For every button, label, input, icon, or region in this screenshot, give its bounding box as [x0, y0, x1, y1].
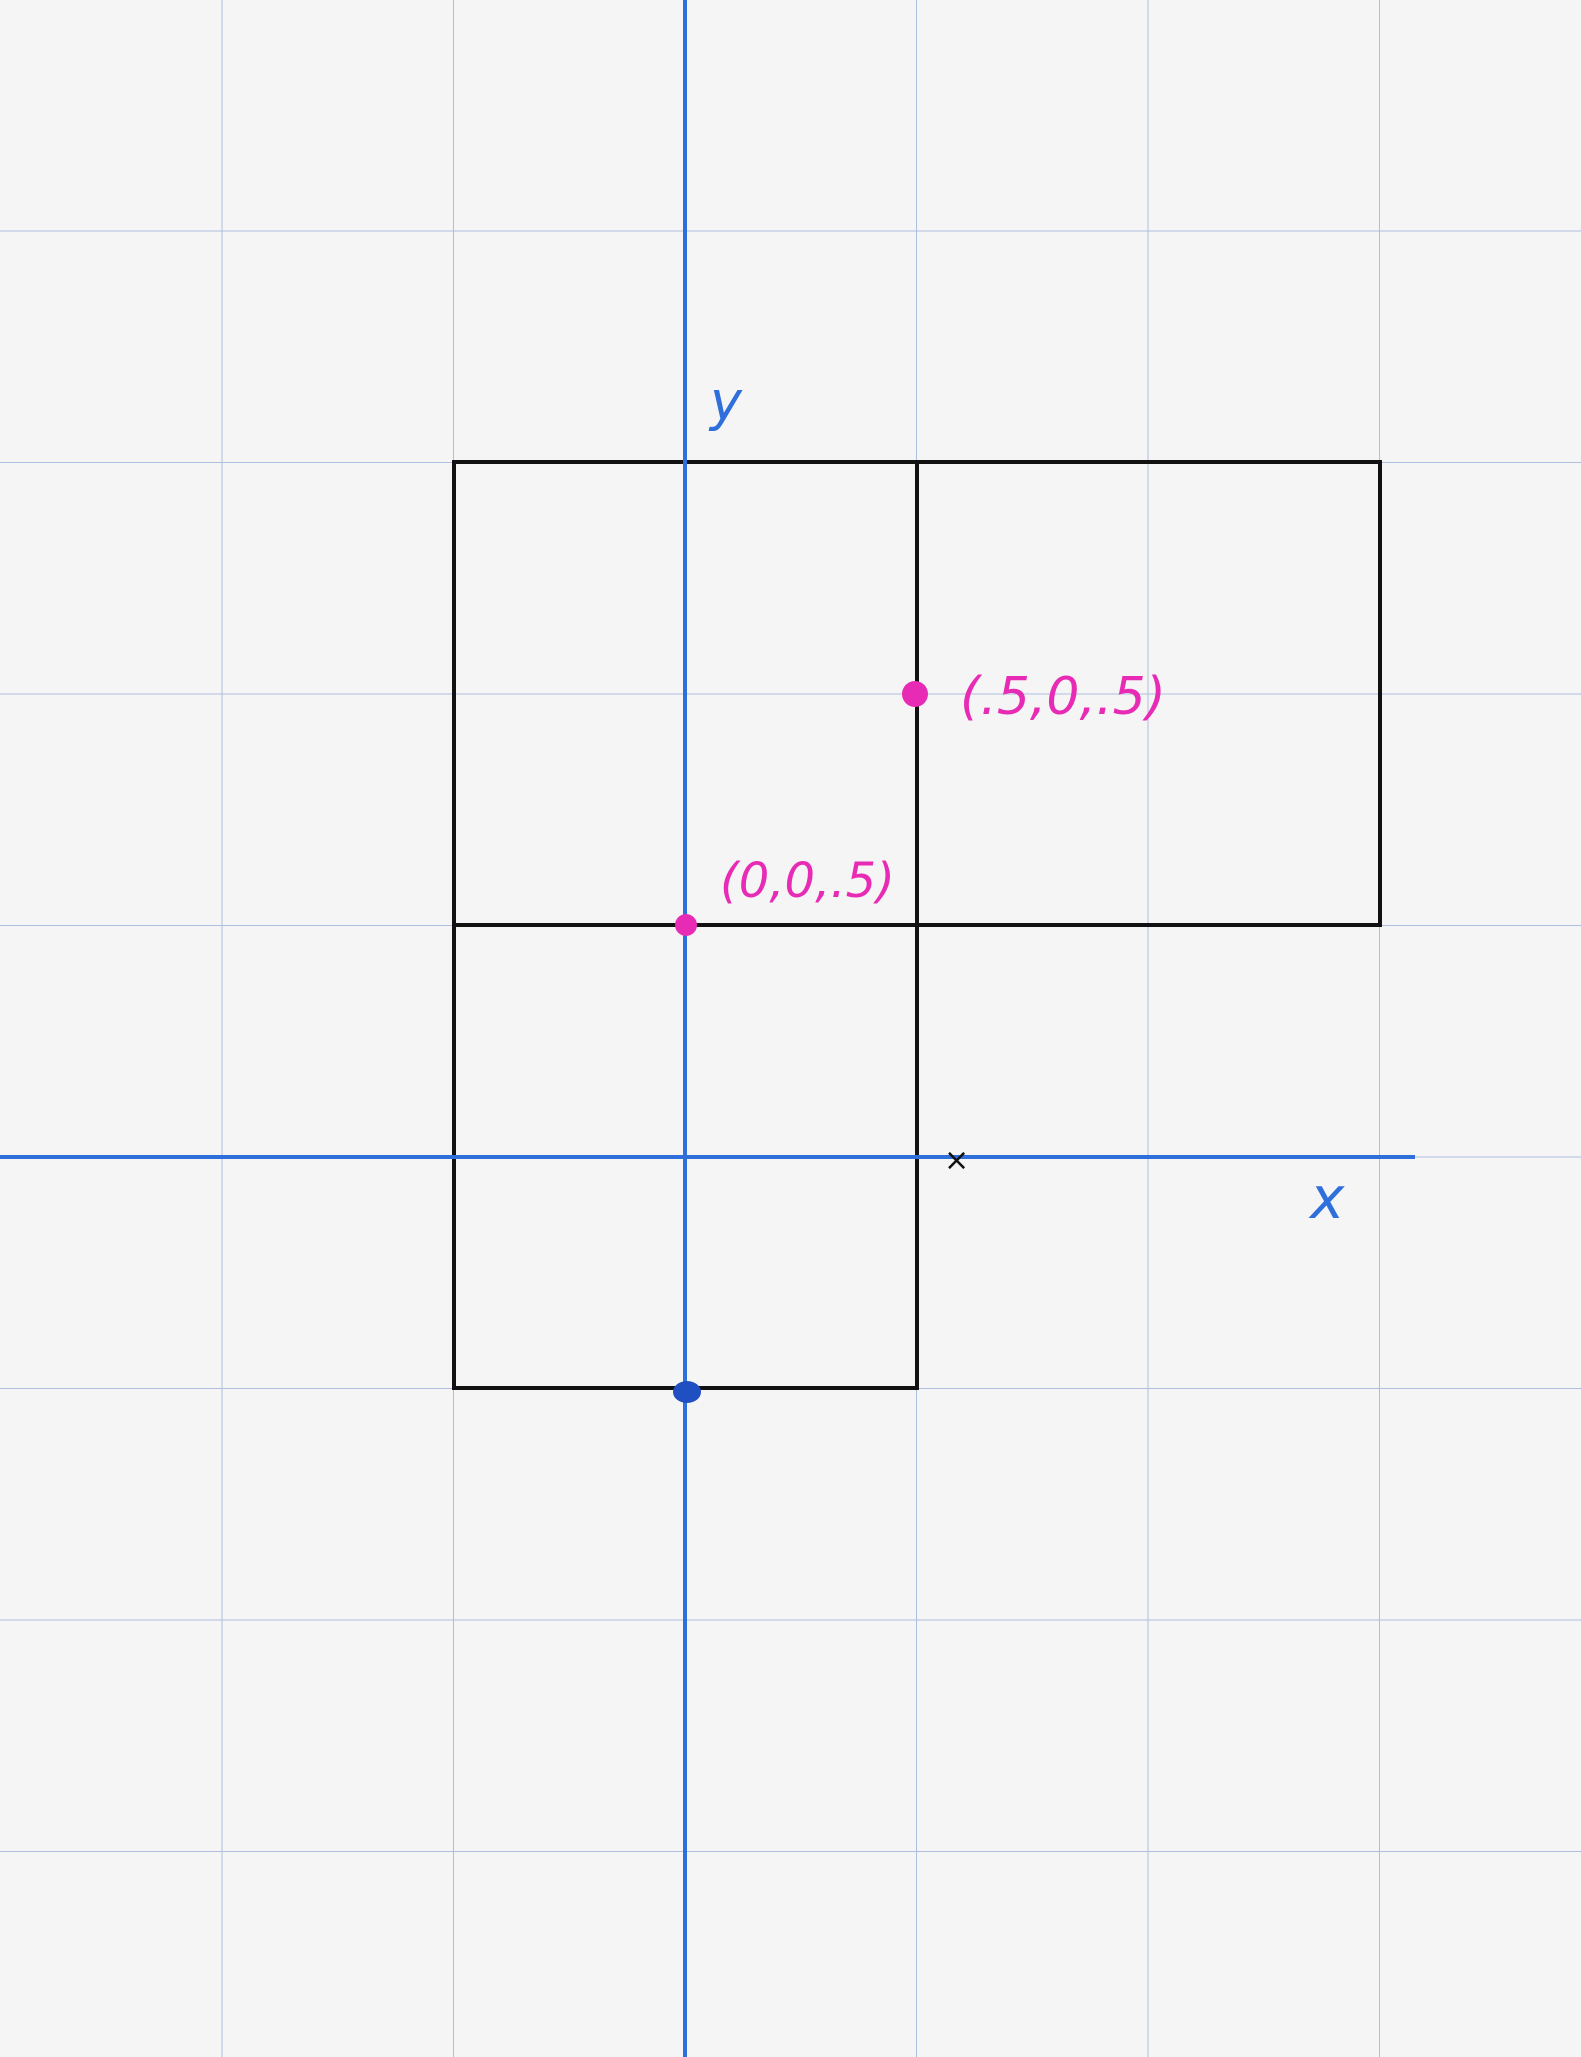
x-axis-label: x: [1308, 1164, 1345, 1232]
y-axis-label: y: [708, 370, 743, 433]
tick-mark: ×: [944, 1143, 969, 1178]
point-a-marker: [675, 914, 697, 936]
point-a-label: (0,0,.5): [720, 853, 895, 909]
origin-bottom-marker: [673, 1381, 701, 1403]
point-b-marker: [902, 681, 928, 707]
cross-section-shape: [452, 460, 1382, 1390]
point-b-label: (.5,0,.5): [960, 667, 1166, 727]
